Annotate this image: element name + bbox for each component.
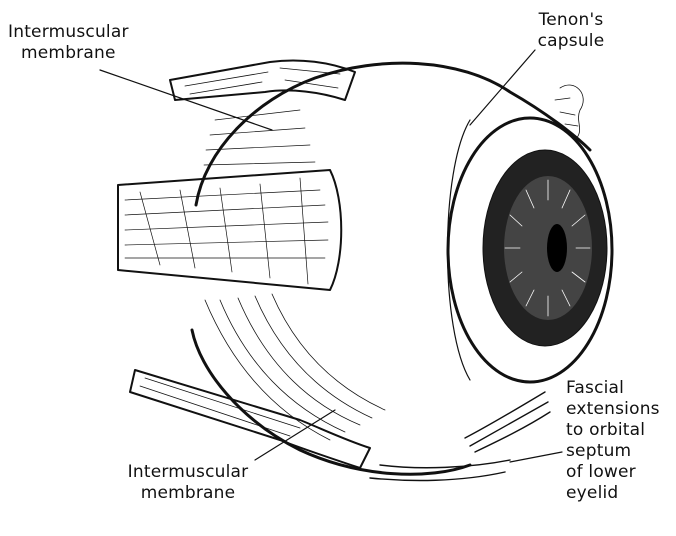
label-line: capsule <box>526 31 616 52</box>
leader-fascial-extensions <box>510 452 562 462</box>
label-line: of lower <box>566 462 660 483</box>
label-line: septum <box>566 441 660 462</box>
label-line: to orbital <box>566 420 660 441</box>
label-line: membrane <box>118 483 258 504</box>
leader-tenons-capsule <box>470 50 535 125</box>
superior-muscle <box>170 60 355 100</box>
label-line: extensions <box>566 399 660 420</box>
label-intermuscular-membrane-bottom: Intermuscular membrane <box>118 462 258 504</box>
fascial-extensions <box>370 392 550 480</box>
label-line: membrane <box>8 43 129 64</box>
eyeball-lower-outline <box>192 330 470 474</box>
label-line: Intermuscular <box>8 22 129 43</box>
label-line: Intermuscular <box>118 462 258 483</box>
label-line: Tenon's <box>526 10 616 31</box>
label-line: eyelid <box>566 483 660 504</box>
label-line: Fascial <box>566 378 660 399</box>
label-fascial-extensions: Fascial extensions to orbital septum of … <box>566 378 660 504</box>
pupil <box>547 224 567 272</box>
label-intermuscular-membrane-top: Intermuscular membrane <box>8 22 129 64</box>
lateral-muscle <box>118 170 341 290</box>
label-tenons-capsule: Tenon's capsule <box>526 10 616 52</box>
leader-intermuscular-top <box>100 70 272 130</box>
